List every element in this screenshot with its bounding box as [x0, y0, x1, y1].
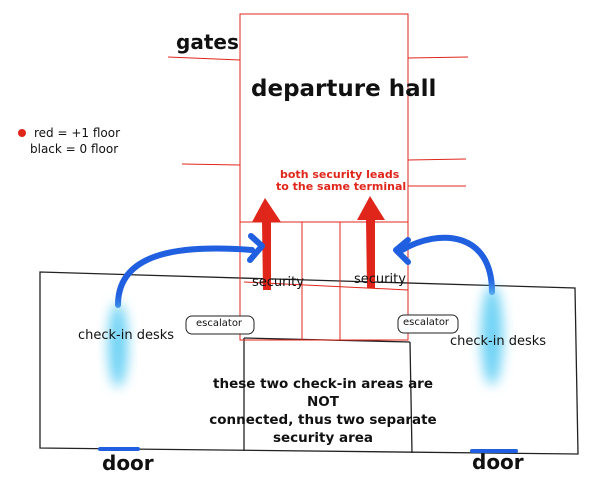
security-note-line1: both security leads [280, 168, 400, 181]
checkin-highlights [108, 285, 503, 387]
flow-arrows [115, 233, 495, 308]
escalator-left-label: escalator [196, 318, 243, 329]
checkin-right-highlight [481, 285, 503, 385]
checkin-left-label: check-in desks [78, 328, 175, 343]
legend-black: black = 0 floor [30, 142, 119, 156]
door-right-label: door [472, 450, 524, 474]
separation-note-line1: these two check-in areas are NOT [213, 376, 433, 410]
curved-arrow-icon [115, 245, 255, 308]
security-note-line2: to the same terminal [276, 180, 407, 193]
separation-note-line3: security area [272, 430, 374, 446]
security-right-label: security [354, 272, 406, 287]
escalator-right-label: escalator [403, 317, 450, 328]
escalator-left-box [185, 315, 255, 335]
security-up-arrows [252, 196, 385, 290]
gates-label: gates [176, 30, 239, 54]
arrowhead-icon [393, 237, 411, 265]
escalator-right-box [397, 314, 459, 334]
curved-arrow-icon [399, 234, 495, 295]
checkin-right-label: check-in desks [450, 334, 547, 349]
up-arrow-icon [357, 196, 385, 288]
separation-note: these two check-in areas are NOT connect… [208, 375, 438, 447]
legend-red-dot-icon [18, 129, 26, 137]
door-left-label: door [102, 451, 154, 475]
legend-red: red = +1 floor [34, 126, 121, 140]
arrowhead-icon [247, 233, 265, 263]
separation-note-line2: connected, thus two separate [209, 412, 437, 428]
departure-hall-label: departure hall [251, 76, 437, 102]
security-left-label: security [252, 275, 304, 290]
checkin-left-highlight [108, 303, 128, 387]
up-arrow-icon [252, 198, 281, 290]
